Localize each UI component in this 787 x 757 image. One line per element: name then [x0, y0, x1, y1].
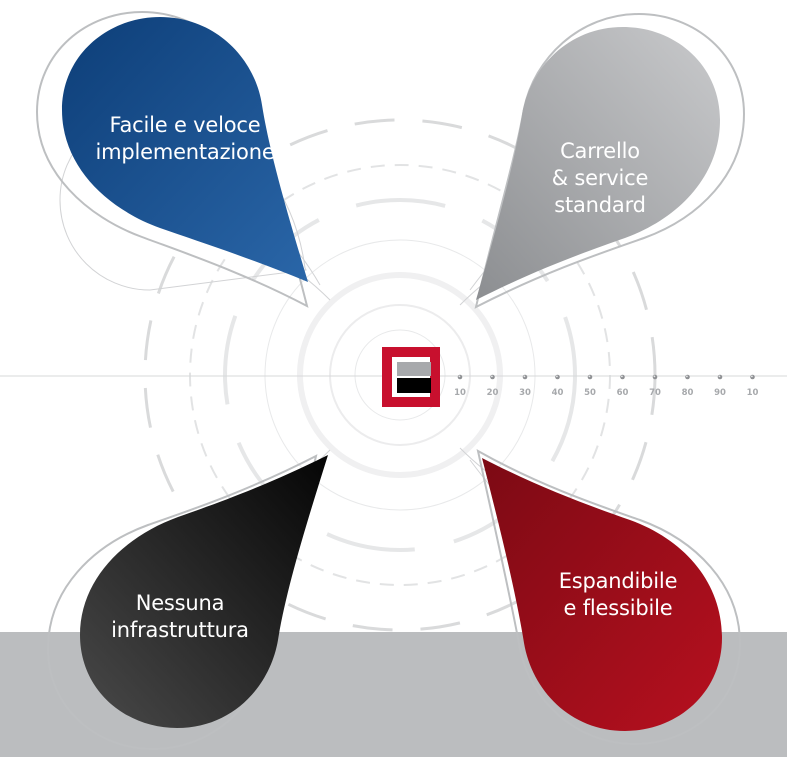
petal-label-bottom-right: Espandibile e flessibile: [518, 568, 718, 622]
ruler-label: 90: [714, 388, 726, 398]
petal-label-line: & service: [551, 166, 649, 190]
ruler-label: 40: [552, 388, 564, 398]
ruler-tick-highlight: [556, 375, 558, 378]
ruler-label: 50: [584, 388, 596, 398]
ruler-tick-highlight: [588, 375, 591, 378]
ruler-tick-highlight: [621, 375, 623, 378]
ruler-tick-highlight: [751, 375, 753, 378]
petal-bottom-left: [46, 454, 328, 751]
ruler: 10 20 30 40 50 60 70 80 90 10: [454, 374, 759, 398]
petal-label-line: Espandibile: [558, 569, 678, 593]
petal-top-left: [35, 10, 309, 308]
ruler-label: 70: [649, 388, 661, 398]
petal-label-line: e flessibile: [563, 596, 673, 620]
petal-label-line: implementazione: [95, 140, 275, 164]
petal-label-line: Nessuna: [135, 591, 225, 615]
ruler-tick-highlight: [653, 375, 656, 378]
ruler-label: 30: [519, 388, 531, 398]
ruler-tick-highlight: [458, 375, 461, 378]
center-logo: [382, 347, 440, 407]
ruler-label: 20: [487, 388, 499, 398]
ruler-tick-highlight: [718, 375, 721, 378]
petal-label-line: infrastruttura: [111, 618, 249, 642]
ruler-label: 10: [454, 388, 466, 398]
ruler-tick-highlight: [491, 375, 493, 378]
ruler-label: 60: [617, 388, 629, 398]
petal-top-right: [474, 12, 746, 309]
petal-bottom-right: [476, 449, 742, 746]
petal-label-bottom-left: Nessuna infrastruttura: [80, 590, 280, 644]
petal-label-top-right: Carrello & service standard: [500, 138, 700, 219]
petal-label-line: standard: [554, 193, 646, 217]
ruler-tick-highlight: [686, 375, 688, 378]
ruler-label: 80: [682, 388, 694, 398]
petal-label-top-left: Facile e veloce implementazione: [70, 112, 300, 166]
ruler-label: 10: [747, 388, 759, 398]
petal-label-line: Facile e veloce: [109, 113, 261, 137]
ruler-tick-highlight: [523, 375, 526, 378]
petal-label-line: Carrello: [560, 139, 640, 163]
